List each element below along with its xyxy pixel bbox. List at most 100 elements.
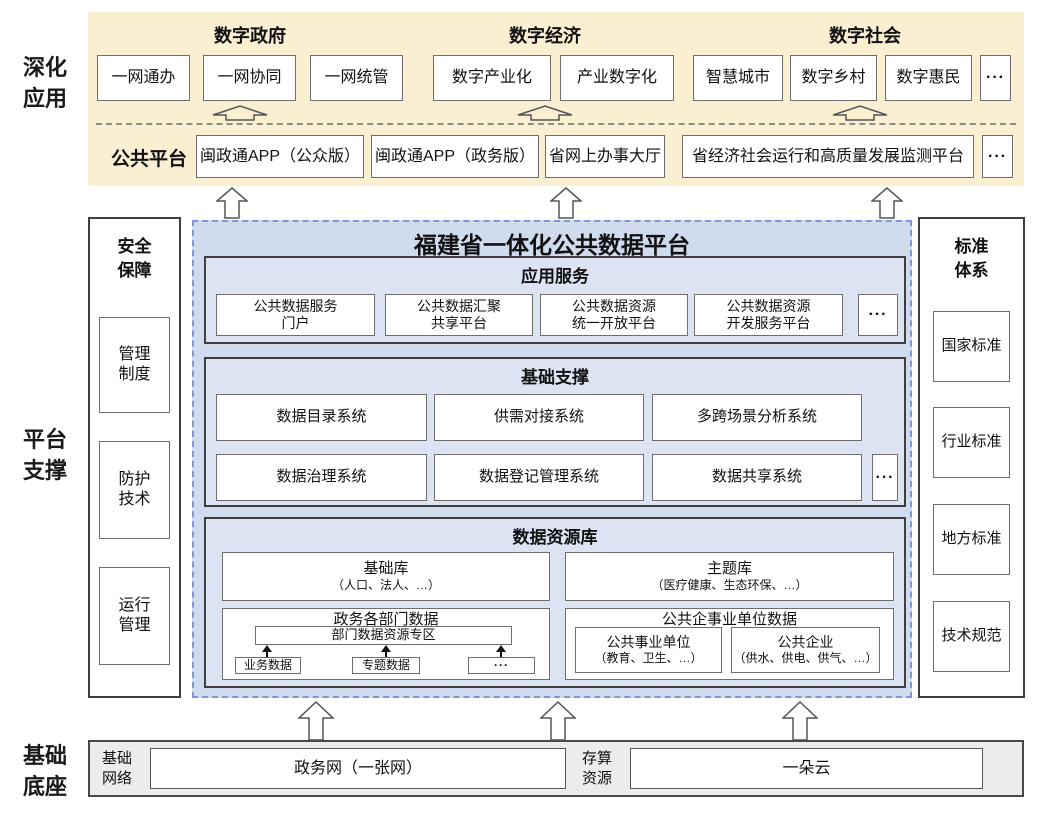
up-arrow-icon — [832, 105, 888, 121]
panel-title-line: 体系 — [954, 261, 989, 280]
cloud-box: 一朵云 — [630, 748, 983, 789]
box-line: 公共企业 — [777, 633, 834, 650]
app-service-box: 公共数据资源 统一开放平台 — [540, 294, 688, 336]
panel-title-line: 标准 — [954, 237, 989, 256]
data-repo-title: 数据资源库 — [512, 528, 598, 547]
support-system-box: 多跨场景分析系统 — [652, 394, 862, 441]
box-line: （人口、法人、…） — [331, 578, 440, 593]
app-service-box: 公共数据资源 开发服务平台 — [694, 294, 843, 336]
up-arrow-icon — [871, 187, 903, 219]
standards-item: 地方标准 — [933, 504, 1010, 575]
support-system-box: 供需对接系统 — [434, 394, 644, 441]
platform-box: 闽政通APP（公众版） — [196, 135, 364, 178]
small-up-arrow-icon — [381, 645, 391, 658]
gov-data-item-more: ··· — [468, 657, 535, 674]
side-label-base-foundation: 基础 底座 — [10, 740, 80, 802]
box-line: 基础库 — [363, 559, 409, 577]
panel-title-line: 保障 — [117, 261, 152, 280]
box-line: 公共事业单位 — [606, 633, 691, 650]
theme-lib-box: 主题库 （医疗健康、生态环保、…） — [565, 552, 894, 601]
basic-lib-box: 基础库 （人口、法人、…） — [222, 552, 550, 601]
group-title: 政务各部门数据 — [333, 611, 439, 628]
small-up-arrow-icon — [262, 645, 272, 658]
up-arrow-icon — [540, 701, 576, 741]
panel-title-line: 安全 — [117, 237, 152, 256]
cream-divider — [96, 123, 1016, 125]
side-label-line: 基础 — [22, 743, 67, 768]
public-institution-box: 公共事业单位 （教育、卫生、…） — [575, 627, 722, 673]
basic-support-title: 基础支撑 — [521, 368, 589, 387]
app-box: 一网统管 — [310, 55, 403, 101]
box-line: 开发服务平台 — [726, 315, 811, 331]
small-up-arrow-icon — [496, 645, 506, 658]
box-line: 公共数据资源 — [726, 297, 811, 314]
box-line: （供水、供电、供气、…） — [733, 651, 878, 666]
app-box: 数字惠民 — [885, 55, 972, 101]
standards-panel-title: 标准 体系 — [920, 235, 1023, 283]
side-label-line: 支撑 — [22, 458, 67, 483]
platform-box-more: ··· — [982, 135, 1013, 178]
side-label-line: 深化 — [22, 55, 67, 80]
group-title: 公共企事业单位数据 — [661, 611, 797, 628]
box-line: 统一开放平台 — [572, 315, 656, 331]
security-item: 防护 技术 — [99, 441, 170, 539]
up-arrow-icon — [298, 701, 334, 741]
gov-data-item: 专题数据 — [352, 657, 420, 674]
bar-label-line: 基础 — [101, 750, 132, 767]
platform-main-title: 福建省一体化公共数据平台 — [414, 232, 690, 258]
side-label-line: 平台 — [22, 427, 67, 452]
support-system-box: 数据治理系统 — [216, 454, 427, 501]
public-platform-label: 公共平台 — [110, 149, 187, 170]
platform-box: 闽政通APP（政务版） — [371, 135, 539, 178]
group-title-digital-gov: 数字政府 — [214, 26, 286, 46]
app-service-box: 公共数据服务 门户 — [216, 294, 375, 336]
side-label-platform-support: 平台 支撑 — [10, 424, 80, 486]
app-box: 智慧城市 — [693, 55, 783, 101]
box-line: 公共数据服务 — [253, 297, 338, 314]
side-label-line: 底座 — [22, 774, 67, 799]
box-line: 制度 — [118, 366, 151, 383]
app-box: 一网协同 — [203, 55, 296, 101]
gov-network-box: 政务网（一张网） — [150, 748, 566, 789]
box-line: （医疗健康、生态环保、…） — [651, 578, 808, 593]
box-line: 主题库 — [706, 559, 752, 577]
gov-data-item: 业务数据 — [235, 657, 301, 674]
bar-label-line: 存算 — [581, 750, 612, 767]
box-line: 技术 — [118, 491, 151, 508]
app-service-box: 公共数据汇聚 共享平台 — [385, 294, 533, 336]
up-arrow-icon — [517, 105, 573, 121]
box-line: 管理 — [118, 617, 151, 634]
dept-data-zone-box: 部门数据资源专区 — [255, 626, 512, 645]
up-arrow-icon — [550, 187, 582, 219]
box-line: （教育、卫生、…） — [594, 651, 703, 666]
app-box-more: ··· — [980, 55, 1011, 101]
group-title-digital-society: 数字社会 — [829, 26, 901, 46]
side-label-deepen-apps: 深化 应用 — [10, 52, 80, 114]
box-line: 公共数据汇聚 — [417, 297, 501, 314]
security-item: 管理 制度 — [99, 317, 170, 413]
standards-item: 行业标准 — [933, 407, 1010, 478]
app-box: 产业数字化 — [560, 55, 674, 101]
support-system-box: 数据共享系统 — [652, 454, 862, 501]
box-line: 防护 — [118, 471, 151, 488]
box-line: 共享平台 — [431, 315, 487, 331]
support-system-box: 数据目录系统 — [216, 394, 427, 441]
up-arrow-icon — [216, 187, 248, 219]
box-line: 门户 — [281, 315, 310, 331]
app-service-box-more: ··· — [858, 294, 898, 336]
side-label-line: 应用 — [22, 86, 67, 111]
security-panel-title: 安全 保障 — [90, 235, 179, 283]
box-line: 公共数据资源 — [572, 297, 656, 314]
standards-item: 技术规范 — [933, 601, 1010, 672]
security-item: 运行 管理 — [99, 567, 170, 665]
bar-label-line: 资源 — [581, 770, 612, 787]
up-arrow-icon — [782, 701, 818, 741]
support-system-box: 数据登记管理系统 — [434, 454, 644, 501]
platform-box: 省经济社会运行和高质量发展监测平台 — [682, 135, 974, 178]
support-system-box-more: ··· — [872, 454, 898, 501]
app-box: 数字乡村 — [790, 55, 877, 101]
bar-label-line: 网络 — [101, 770, 132, 787]
platform-box: 省网上办事大厅 — [545, 135, 665, 178]
standards-item: 国家标准 — [933, 311, 1010, 382]
